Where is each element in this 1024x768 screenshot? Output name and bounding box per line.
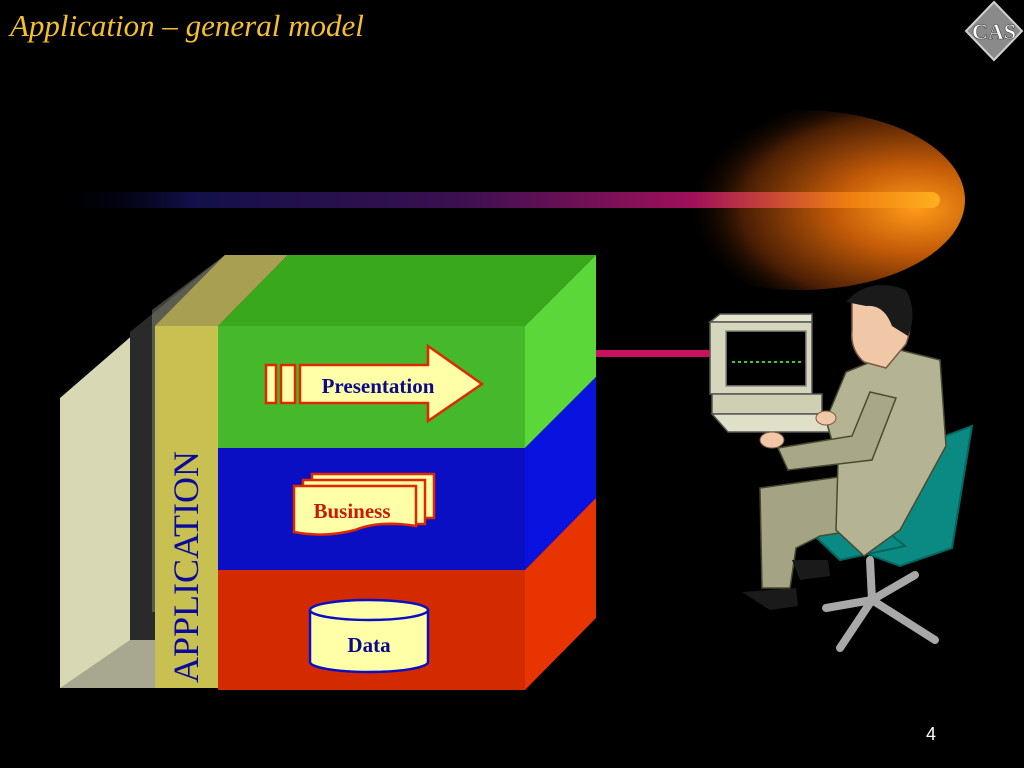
- block-top-face: [218, 255, 596, 326]
- comet-beam: [60, 105, 965, 295]
- person-icon: [742, 285, 974, 652]
- slide-title: Application – general model: [10, 8, 364, 43]
- database-icon: [308, 598, 430, 674]
- page-number: 4: [926, 724, 937, 744]
- data-label: Data: [347, 633, 391, 657]
- documents-icon: [292, 472, 436, 536]
- frame-top-strip: [155, 255, 288, 326]
- presentation-label: Presentation: [322, 374, 435, 398]
- application-frame: APPLICATION: [60, 255, 288, 688]
- person-hair: [846, 285, 913, 336]
- logo-diamond: [964, 0, 1024, 62]
- chair-base: [822, 556, 939, 652]
- computer-icon: [707, 313, 847, 433]
- monitor-screen: [725, 330, 807, 387]
- application-side-label: APPLICATION: [166, 451, 206, 683]
- person-arm: [776, 391, 898, 471]
- arrow-icon: [264, 343, 485, 424]
- comet-tail: [60, 192, 940, 208]
- logo-text: CAS: [972, 19, 1016, 44]
- logo: CAS: [964, 0, 1024, 62]
- application-side-bar: [155, 326, 218, 688]
- business-label: Business: [313, 499, 390, 523]
